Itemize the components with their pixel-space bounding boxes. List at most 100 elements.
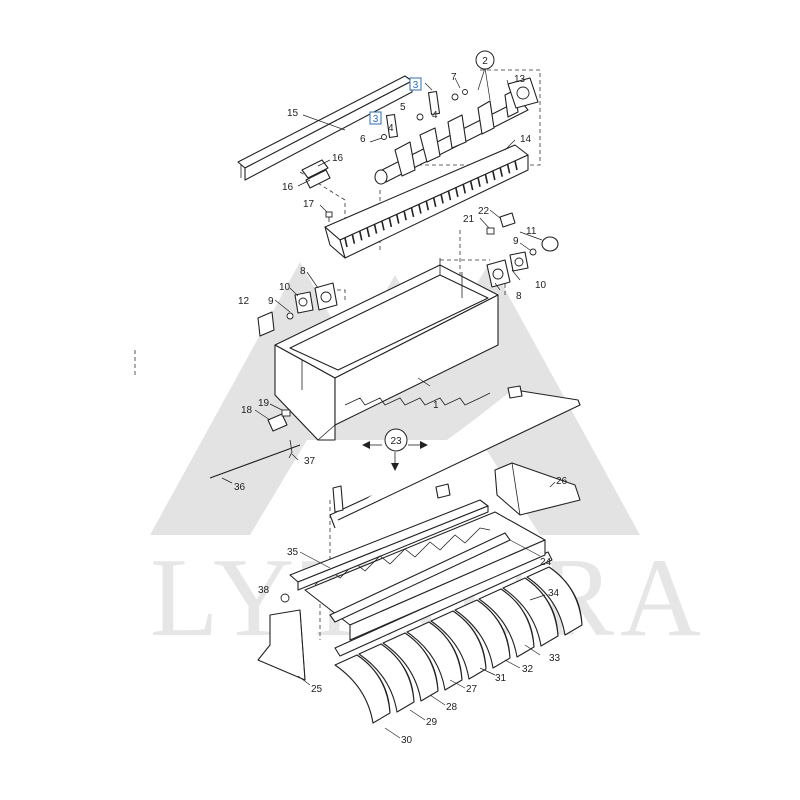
label-28: 28 [446,702,458,713]
side-bracket-25 [257,609,306,681]
label-34: 34 [548,588,560,599]
label-11: 11 [526,226,537,237]
label-8b: 8 [516,291,522,302]
spreader-fin-edge [500,588,535,648]
cover-slot [514,160,518,171]
deflector-26 [494,462,581,516]
bar-35 [289,499,489,591]
label-21: 21 [463,214,475,225]
label-8a: 8 [300,266,306,277]
cover-slot [506,164,511,174]
cover-slot [484,174,489,184]
label-9b: 9 [513,236,519,247]
label-27: 27 [466,684,478,695]
label-4a: 4 [432,110,438,121]
clips-21-22 [486,212,516,235]
label-19: 19 [258,398,270,409]
bent-tube [329,385,581,529]
cover-slots [344,160,518,248]
spreader-fin-edge [380,643,415,703]
callout-3b-label: 3 [373,114,379,125]
label-10b: 10 [535,280,547,291]
label-1: 1 [433,400,439,411]
cover-slot [462,184,467,194]
callout-3b: 3 [369,111,382,125]
label-31: 31 [495,673,507,684]
cover-slot [418,204,422,214]
label-37: 37 [304,456,316,467]
cover-slot [425,201,430,211]
label-6: 6 [360,134,366,145]
left-bearing [257,282,338,337]
cover-slot [477,177,481,187]
label-17: 17 [303,199,315,210]
perforated-cover [324,144,529,259]
right-bearing [486,251,529,288]
label-32: 32 [522,664,534,675]
label-33: 33 [549,653,561,664]
label-16b: 16 [282,182,294,193]
cover-slot [344,237,348,248]
callout-2-label: 2 [482,56,488,67]
small-hardware [369,89,468,143]
label-4b: 4 [388,123,394,134]
pin-37 [288,439,293,459]
bolt-17 [325,211,333,222]
label-16a: 16 [332,153,344,164]
label-18: 18 [241,405,253,416]
beater-shaft [374,89,529,185]
spreader-fin-edge [356,654,391,714]
label-26: 26 [556,476,568,487]
cover-slot [455,187,459,197]
serrated-plate [304,511,553,657]
cover-slot [388,217,393,228]
spreader-fin-edge [452,610,487,670]
cover-slot [499,167,503,177]
label-22: 22 [478,206,490,217]
cover-slot [366,227,370,238]
rod-36 [209,444,301,479]
cover-slot [492,170,496,181]
small-bracket-18-19 [267,409,291,432]
label-12: 12 [238,296,250,307]
cover-slot [410,207,415,218]
right-bushing [529,236,559,256]
cover-slot [403,211,407,221]
spreader-fin-edge [548,566,583,626]
spreader-fin-edge [404,632,439,692]
callout-3a-label: 3 [413,80,419,91]
washer-38 [280,593,290,603]
bracket-pair [301,159,331,189]
callout-2: 2 [475,50,495,70]
flange-bearing-top [507,77,539,109]
spreader-fin-edge [476,599,511,659]
cover-slot [440,194,444,204]
cover-slot [395,214,400,224]
label-24: 24 [540,557,552,568]
label-9a: 9 [268,296,274,307]
label-7: 7 [451,72,457,83]
label-5: 5 [400,102,406,113]
label-38: 38 [258,585,270,596]
label-10a: 10 [279,282,291,293]
label-15: 15 [287,108,299,119]
hopper-box [274,258,499,441]
cover-slot [432,197,437,207]
cover-slot [381,221,385,231]
label-25: 25 [311,684,323,695]
cover-slot [447,190,452,201]
direction-arrows [362,441,428,471]
cover-slot [351,234,356,244]
cover-slot [359,231,363,241]
callout-23: 23 [384,428,408,452]
label-13: 13 [514,74,526,85]
label-36: 36 [234,482,246,493]
cover-slot [469,180,474,191]
label-14: 14 [520,134,532,145]
watermark-triangle-left [150,262,355,535]
label-35: 35 [287,547,299,558]
label-30: 30 [401,735,413,746]
cover-slot [373,224,378,234]
callout-3a: 3 [409,77,422,91]
